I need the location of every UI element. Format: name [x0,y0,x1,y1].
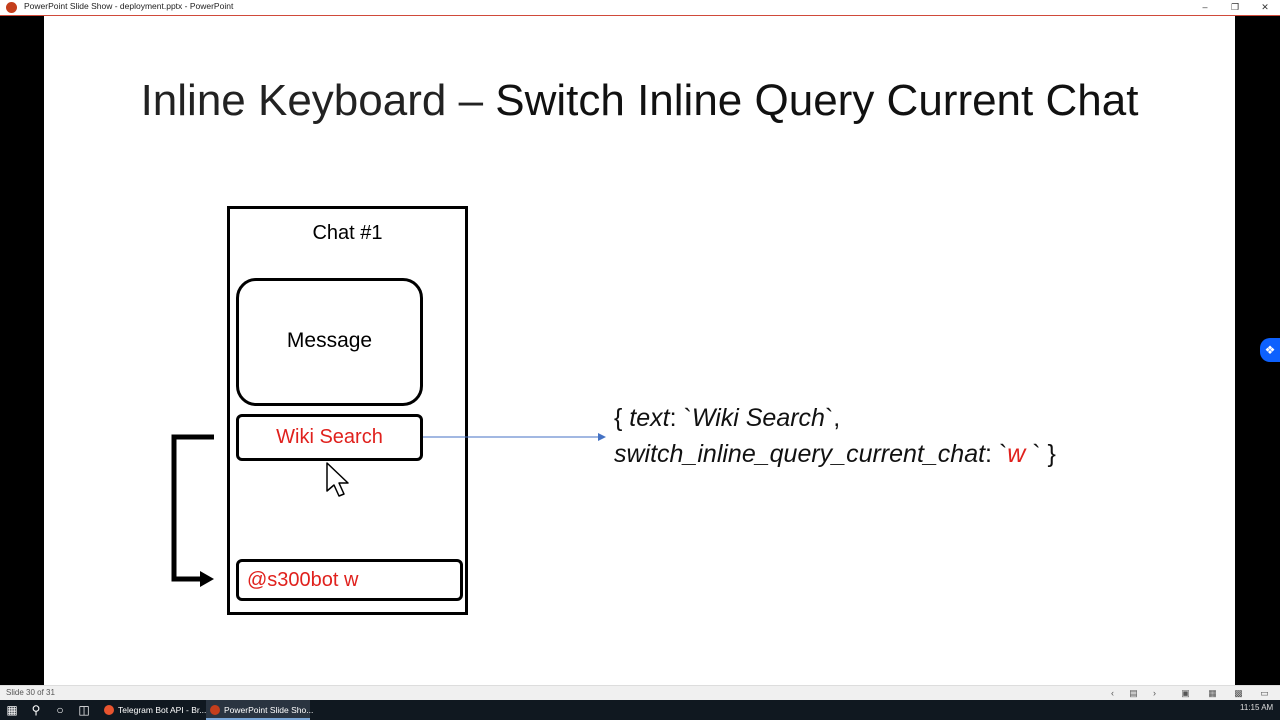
status-bar: Slide 30 of 31 ‹ ▤ › ▣ ▦ ▩ ▭ [0,685,1280,701]
reading-view-icon[interactable]: ▩ [1234,688,1243,698]
task-telegram-browser[interactable]: Telegram Bot API - Br... [100,700,207,720]
slide-title: Inline Keyboard – Switch Inline Query Cu… [44,76,1235,126]
search-icon[interactable]: ⚲ [31,703,41,717]
wiki-search-label: Wiki Search [276,426,383,448]
message-label: Message [286,329,373,352]
cortana-icon[interactable]: ○ [56,703,64,717]
slide-counter: Slide 30 of 31 [6,688,55,697]
code-arrow-head [598,433,606,441]
clock: 11:15 AM [1240,703,1274,712]
next-slide-icon[interactable]: › [1153,688,1156,698]
minimize-button[interactable]: – [1202,2,1208,12]
slide-canvas[interactable]: Inline Keyboard – Switch Inline Query Cu… [44,16,1235,685]
restore-button[interactable]: ❐ [1230,2,1240,12]
powerpoint-icon [6,2,17,13]
chat-input[interactable]: @s300bot w [236,559,463,601]
task-powerpoint[interactable]: PowerPoint Slide Sho... [206,700,314,720]
taskbar: ▦ ⚲ ○ ◫ Telegram Bot API - Br... PowerPo… [0,700,1280,720]
slide-menu-icon[interactable]: ▤ [1129,688,1138,698]
chat-label: Chat #1 [312,222,383,244]
prev-slide-icon[interactable]: ‹ [1111,688,1114,698]
window-title: PowerPoint Slide Show - deployment.pptx … [24,1,234,11]
chat-frame [227,206,468,615]
wiki-search-button[interactable]: Wiki Search [236,414,423,461]
powerpoint-icon [210,705,220,715]
return-arrow-line [171,434,214,582]
slide-title-bold: Switch Inline Query Current Chat [495,76,1139,125]
slideshow-view-icon[interactable]: ▭ [1260,688,1269,698]
task-label: PowerPoint Slide Sho... [224,705,314,715]
window-title-bar: PowerPoint Slide Show - deployment.pptx … [0,0,1280,16]
code-snippet: { text: `Wiki Search`,switch_inline_quer… [614,404,1056,468]
normal-view-icon[interactable]: ▣ [1181,688,1190,698]
task-label: Telegram Bot API - Br... [118,705,207,715]
dropbox-icon[interactable]: ❖ [1260,338,1280,362]
task-view-icon[interactable]: ◫ [78,703,90,717]
slide-title-light: Inline Keyboard – [140,76,496,125]
close-button[interactable]: ✕ [1261,2,1269,12]
return-arrow-head [200,571,214,587]
slide-sorter-icon[interactable]: ▦ [1208,688,1217,698]
windows-icon[interactable]: ▦ [6,703,18,717]
browser-icon [104,705,114,715]
message-bubble [236,278,423,406]
